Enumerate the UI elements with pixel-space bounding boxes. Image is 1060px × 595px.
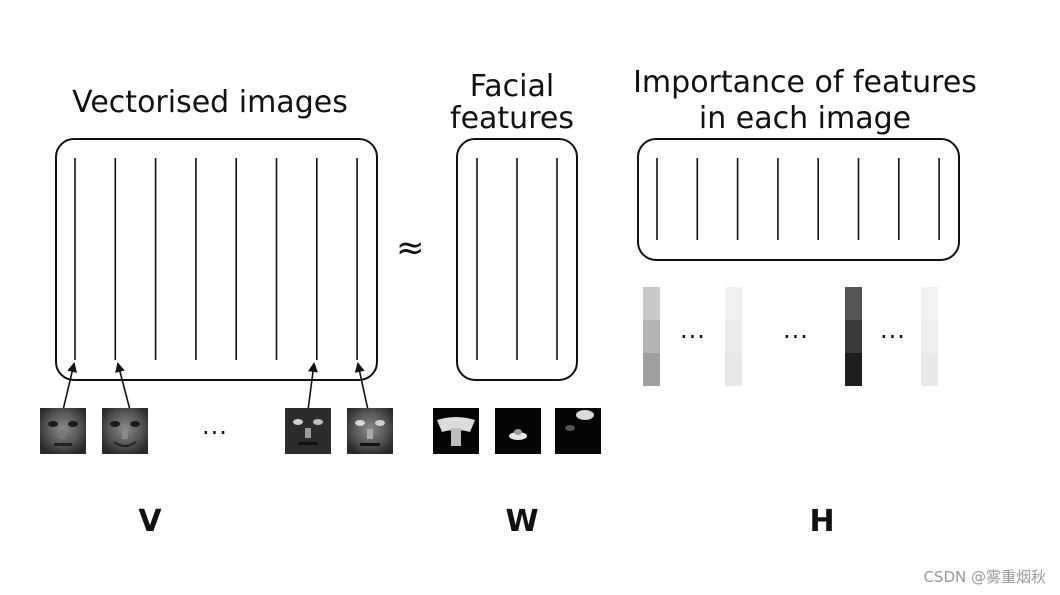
w-matrix-columns — [476, 158, 558, 360]
importance-strip-1-cell-2 — [643, 320, 660, 353]
importance-strip-2-cell-1 — [725, 287, 742, 320]
facial-features-title-line2: features — [450, 101, 574, 136]
arrow-face-1 — [62, 362, 78, 411]
importance-strip-4-cell-1 — [921, 287, 938, 320]
matrix-label-w: W — [505, 504, 539, 539]
importance-strip-1-cell-3 — [643, 353, 660, 386]
v-matrix-columns — [74, 158, 358, 360]
matrix-label-v: V — [138, 504, 162, 539]
matrix-label-h: H — [809, 504, 835, 539]
feature-image-2 — [495, 408, 541, 454]
watermark: CSDN @雾重烟秋 — [923, 568, 1046, 586]
importance-strip-3-cell-3 — [845, 353, 862, 386]
strip-ellipsis-2: ... — [783, 316, 809, 344]
face-thumbnail-2 — [102, 408, 148, 454]
faces-ellipsis: ... — [202, 412, 228, 440]
v-matrix-box — [55, 138, 378, 381]
h-matrix-box — [637, 138, 960, 261]
importance-strips — [643, 287, 938, 386]
face-thumbnail-3 — [285, 408, 331, 454]
importance-strip-2-cell-2 — [725, 320, 742, 353]
arrow-face-2 — [115, 362, 131, 411]
facial-features-title-line1: Facial — [469, 69, 555, 104]
face-thumbnail-4 — [347, 408, 393, 454]
importance-strip-4-cell-3 — [921, 353, 938, 386]
importance-strip-3-cell-1 — [845, 287, 862, 320]
importance-strip-2-cell-3 — [725, 353, 742, 386]
arrow-face-4 — [354, 362, 369, 411]
importance-strip-4-cell-2 — [921, 320, 938, 353]
importance-strip-1-cell-1 — [643, 287, 660, 320]
face-thumbnail-1 — [40, 408, 86, 454]
arrow-face-3 — [307, 362, 318, 411]
importance-strip-3-cell-2 — [845, 320, 862, 353]
h-matrix-columns — [656, 158, 940, 240]
approx-symbol: ≈ — [396, 228, 425, 268]
vectorised-images-title: Vectorised images — [72, 85, 348, 120]
feature-image-1 — [433, 408, 479, 454]
importance-title-line2: in each image — [698, 101, 912, 136]
w-matrix-box — [456, 138, 578, 381]
feature-image-3 — [555, 408, 601, 454]
strip-ellipsis-1: ... — [680, 316, 706, 344]
strip-ellipsis-3: ... — [880, 316, 906, 344]
importance-title-line1: Importance of features — [633, 65, 977, 100]
